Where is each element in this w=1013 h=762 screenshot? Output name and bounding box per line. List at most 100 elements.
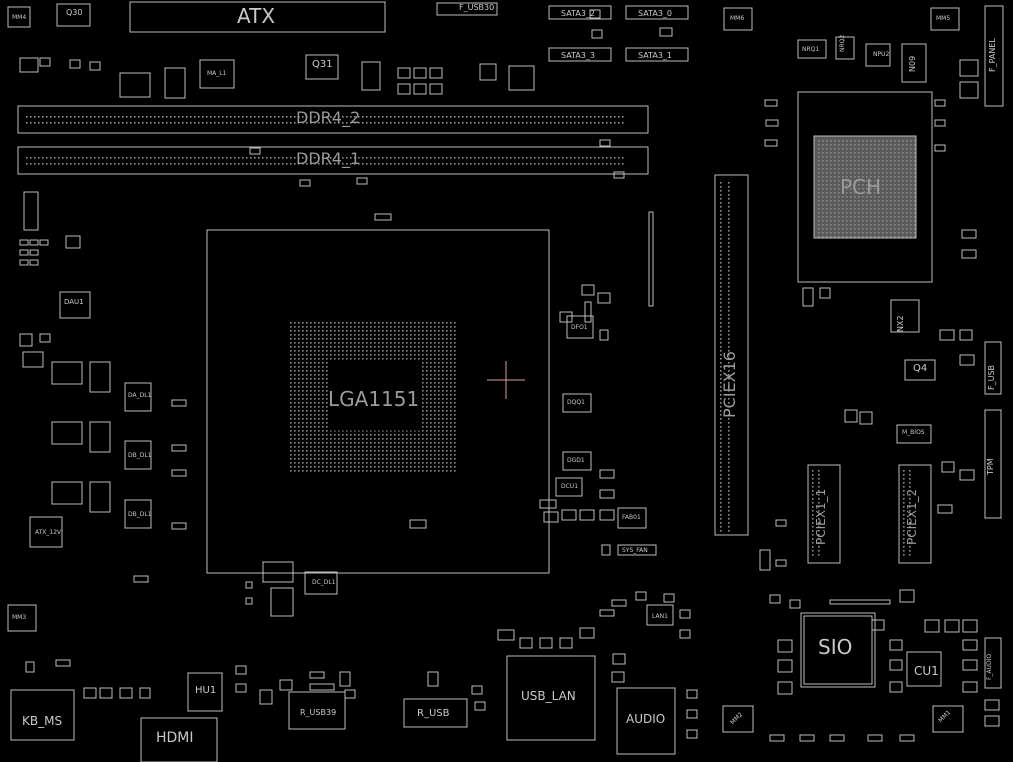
atx-12v-label: ATX_12V (35, 529, 62, 536)
small-component (245, 581, 253, 589)
small-component (65, 235, 81, 249)
small-component (356, 177, 368, 185)
small-component (39, 57, 51, 67)
socket-center (329, 359, 421, 431)
mm2-mount (722, 705, 754, 733)
sata3-2-port (548, 5, 612, 20)
small-component (599, 489, 615, 499)
small-component (339, 671, 351, 687)
lan1-chip (646, 604, 674, 626)
small-component (245, 597, 253, 605)
small-component (89, 61, 101, 71)
small-component (759, 549, 771, 571)
dfo1-chip (566, 315, 594, 339)
small-component (663, 593, 675, 603)
small-component (19, 333, 33, 347)
small-component (69, 59, 81, 69)
small-component (309, 683, 335, 691)
mm6-label: MM6 (730, 15, 745, 22)
small-component (559, 637, 573, 649)
small-component (171, 522, 187, 530)
small-component (939, 329, 955, 341)
small-component (959, 354, 975, 366)
small-component (871, 619, 885, 631)
small-component (765, 119, 779, 127)
chip (270, 587, 294, 617)
ma-l1-inductor (199, 59, 235, 89)
small-component (259, 689, 273, 705)
small-component (959, 469, 975, 481)
small-component (279, 679, 293, 691)
fab01-label: FAB01 (622, 514, 641, 521)
small-component (659, 27, 673, 37)
small-component (829, 599, 891, 605)
small-component (599, 609, 615, 617)
small-component (829, 734, 845, 742)
small-component (409, 519, 427, 529)
ma-l1-label: MA_L1 (207, 70, 227, 77)
tpm-label: TPM (986, 458, 995, 475)
da-dl1-label: DA_DL1 (128, 392, 152, 399)
small-component (99, 687, 113, 699)
small-component (889, 659, 903, 671)
small-component (859, 411, 873, 425)
lga1151-socket (206, 229, 550, 574)
small-component (789, 599, 801, 609)
ddr4-2-pins (26, 116, 624, 124)
small-component (171, 469, 187, 477)
small-component (934, 99, 946, 107)
small-component (889, 681, 903, 693)
small-component (959, 81, 979, 99)
small-component (924, 619, 940, 633)
db-dl1-label: DB_DL1 (128, 511, 152, 518)
f-audio-label: F_AUDIO (986, 653, 993, 680)
small-component (984, 699, 1000, 711)
small-component (599, 509, 615, 521)
inductor (124, 499, 152, 529)
mosfet (89, 481, 111, 513)
nrq1-chip (797, 39, 827, 59)
q4-chip (904, 359, 936, 381)
small-component (589, 9, 601, 19)
small-component (635, 591, 647, 601)
small-component (764, 99, 778, 107)
pciex1-2-slot (898, 464, 932, 564)
small-component (962, 659, 978, 671)
mosfet (89, 421, 111, 453)
small-component (899, 734, 915, 742)
dgd1-label: DGD1 (567, 457, 585, 464)
chip (361, 61, 381, 91)
inductor (124, 440, 152, 470)
pciex16-slot (714, 174, 749, 536)
r-usb39-label: R_USB39 (300, 708, 337, 717)
hu1-chip (187, 672, 223, 712)
small-component (235, 683, 247, 693)
f-usb-label: F_USB (987, 364, 996, 390)
small-component (25, 661, 35, 673)
small-component (561, 509, 577, 521)
q31-chip (305, 54, 339, 80)
small-component (29, 239, 39, 246)
sata3-1-label: SATA3_1 (638, 51, 672, 60)
ddr4-1-label: DDR4_1 (296, 149, 361, 168)
nx2-chip (890, 299, 920, 333)
kb-ms-port (10, 689, 75, 741)
small-component (961, 229, 977, 239)
small-component (429, 67, 443, 79)
small-component (83, 687, 97, 699)
chip (262, 561, 294, 583)
small-component (413, 67, 427, 79)
r-usb-label: R_USB (417, 708, 450, 719)
f-panel-header (984, 5, 1004, 107)
small-component (474, 701, 486, 711)
f-audio-header (984, 637, 1002, 689)
tpm-header (984, 409, 1002, 519)
small-component (171, 399, 187, 407)
lga1151-pads (290, 322, 456, 472)
usb-lan-label: USB_LAN (521, 689, 576, 703)
small-component (497, 629, 515, 641)
small-component (962, 639, 978, 651)
small-component (39, 239, 49, 246)
f-usb30-label: F_USB30 (459, 3, 495, 12)
mm3-mount (7, 604, 37, 632)
